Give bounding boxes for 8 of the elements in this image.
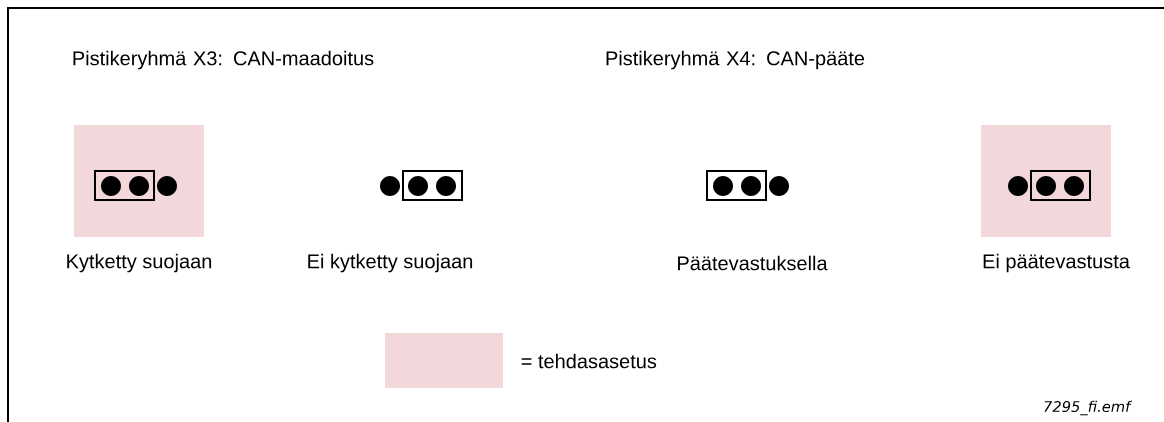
setting-caption: Ei kytketty suojaan	[308, 253, 473, 273]
setting-caption: Ei päätevastusta	[983, 253, 1130, 273]
setting-caption: Kytketty suojaan	[67, 253, 212, 273]
file-name: 7295_fi.emf	[1044, 400, 1133, 416]
group-heading: Pistikeryhmä X3: CAN-maadoitus	[73, 50, 374, 70]
group-heading: Pistikeryhmä X4: CAN-pääte	[606, 50, 865, 70]
legend-text: = tehdasasetus	[521, 353, 657, 369]
setting-caption: Päätevastuksella	[678, 255, 828, 271]
